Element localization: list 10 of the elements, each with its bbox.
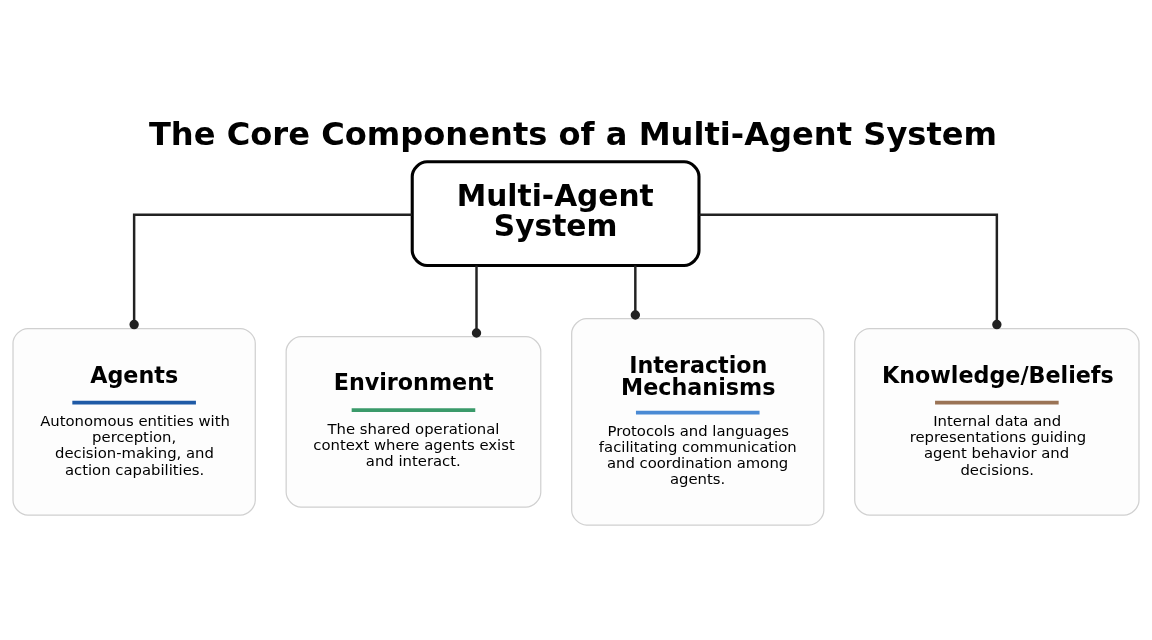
- connector: [129, 213, 412, 329]
- node-box: Agents Autonomous entities with perception, decision-making, and action capabilities.: [12, 327, 256, 516]
- node-box: Environment The shared operational context where agents exist and interact.: [285, 335, 542, 508]
- connector: [699, 213, 1002, 329]
- connector: [471, 265, 482, 338]
- node-box: Knowledge/Beliefs Internal data and representations guiding agent behavior and decisions.: [854, 327, 1140, 516]
- node-box: Interaction Mechanisms Protocols and languages facilitating communication and coordination among agents.: [571, 317, 825, 526]
- node-box: Multi-Agent System: [410, 159, 701, 267]
- diagram-title: The Core Components of a Multi-Agent System: [148, 114, 998, 153]
- connector: [630, 265, 641, 320]
